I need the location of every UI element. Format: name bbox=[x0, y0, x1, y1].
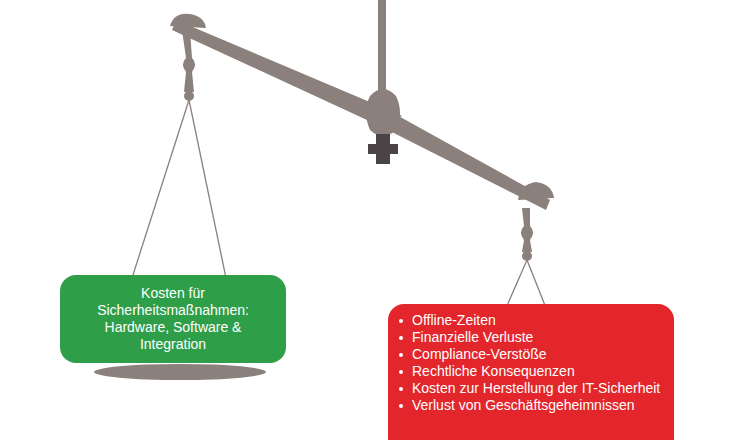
bullet-item: Kosten zur Herstellung der IT-Sicherheit bbox=[396, 380, 664, 397]
scale-hook bbox=[182, 30, 195, 92]
risk-box: Offline-ZeitenFinanzielle VerlusteCompli… bbox=[388, 304, 674, 440]
pan-string bbox=[132, 100, 189, 278]
bullet-item: Verlust von Geschäftsgeheimnissen bbox=[396, 397, 664, 414]
pivot-ornament bbox=[364, 110, 402, 122]
beam-finial bbox=[170, 14, 206, 28]
pivot-knob bbox=[368, 134, 398, 164]
beam-finial bbox=[518, 182, 554, 200]
pan-string bbox=[527, 260, 546, 308]
bullet-text: Verlust von Geschäftsgeheimnissen bbox=[412, 397, 664, 414]
bullet-text: Offline-Zeiten bbox=[412, 312, 664, 329]
bullet-text: Compliance-Verstöße bbox=[412, 346, 664, 363]
scale-beam bbox=[172, 20, 550, 210]
bullet-text: Rechtliche Konsequenzen bbox=[412, 363, 664, 380]
scale-hook bbox=[184, 91, 194, 101]
bullet-item: Offline-Zeiten bbox=[396, 312, 664, 329]
bullet-dot bbox=[399, 370, 403, 374]
bullet-dot bbox=[399, 319, 403, 323]
cost-box: Kosten für Sicherheitsmaßnahmen: Hardwar… bbox=[60, 275, 286, 363]
bullet-item: Rechtliche Konsequenzen bbox=[396, 363, 664, 380]
bullet-dot bbox=[399, 387, 403, 391]
pan-string bbox=[506, 260, 527, 308]
scale-hook bbox=[521, 208, 533, 252]
bullet-text: Kosten zur Herstellung der IT-Sicherheit bbox=[412, 380, 664, 397]
scale-hook bbox=[522, 251, 532, 261]
scale-pan bbox=[94, 364, 266, 380]
bullet-item: Finanzielle Verluste bbox=[396, 329, 664, 346]
bullet-item: Compliance-Verstöße bbox=[396, 346, 664, 363]
box-text: Kosten für Sicherheitsmaßnahmen: Hardwar… bbox=[70, 285, 276, 353]
bullet-dot bbox=[399, 404, 403, 408]
bullet-dot bbox=[399, 353, 403, 357]
bullet-dot bbox=[399, 336, 403, 340]
scale-pole bbox=[378, 0, 386, 96]
bullet-text: Finanzielle Verluste bbox=[412, 329, 664, 346]
pan-string bbox=[189, 100, 226, 278]
